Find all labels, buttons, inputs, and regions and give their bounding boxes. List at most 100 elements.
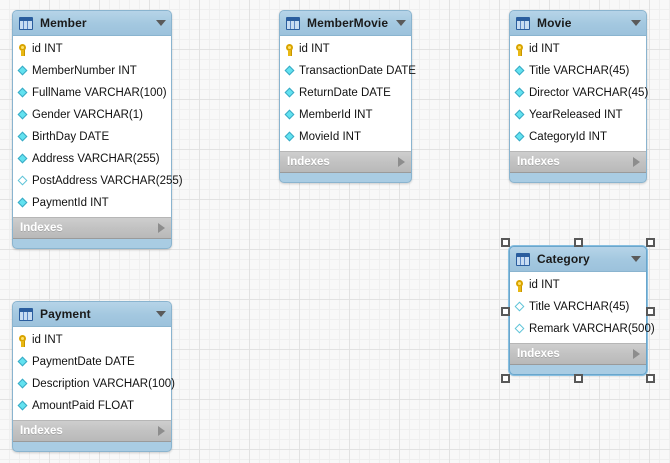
table-columns: id INT Title VARCHAR(45) Remark VARCHAR(50…	[510, 271, 655, 344]
table-header-category[interactable]: Category	[510, 247, 646, 271]
indexes-section-membermovie[interactable]: Indexes	[280, 152, 411, 173]
column-label: BirthDay DATE	[32, 131, 110, 143]
column-label: AmountPaid FLOAT	[32, 400, 135, 412]
table-columns: id INT PaymentDate DATE Description VARCHA…	[13, 326, 175, 421]
column-icon	[18, 401, 29, 412]
table-row[interactable]: Description VARCHAR(100)	[13, 373, 175, 395]
table-row[interactable]: ReturnDate DATE	[280, 82, 411, 104]
column-label: Director VARCHAR(45)	[529, 87, 649, 99]
indexes-section-member[interactable]: Indexes	[13, 218, 171, 239]
chevron-right-icon[interactable]	[633, 157, 640, 167]
table-row[interactable]: Gender VARCHAR(1)	[13, 104, 171, 126]
column-icon	[18, 379, 29, 390]
resize-handle-sw[interactable]	[501, 374, 510, 383]
resize-handle-se[interactable]	[646, 374, 655, 383]
table-box-movie[interactable]: Movie id INT Title VARCHAR(45) Director VAR…	[509, 10, 649, 183]
chevron-right-icon[interactable]	[158, 223, 165, 233]
resize-handle-nw[interactable]	[501, 238, 510, 247]
column-label: PostAddress VARCHAR(255)	[32, 175, 183, 187]
table-row[interactable]: Director VARCHAR(45)	[510, 82, 649, 104]
chevron-down-icon[interactable]	[156, 20, 166, 26]
table-row[interactable]: MovieId INT	[280, 126, 411, 148]
table-row[interactable]: CategoryId INT	[510, 126, 646, 148]
chevron-down-icon[interactable]	[396, 20, 406, 26]
table-row[interactable]: TransactionDate DATE	[280, 60, 416, 82]
column-icon	[18, 357, 29, 368]
table-row[interactable]: BirthDay DATE	[13, 126, 171, 148]
table-row[interactable]: Address VARCHAR(255)	[13, 148, 171, 170]
table-row[interactable]: id INT	[13, 329, 171, 351]
table-row[interactable]: PostAddress VARCHAR(255)	[13, 170, 183, 192]
table-title: Payment	[40, 307, 91, 321]
table-row[interactable]: MemberNumber INT	[13, 60, 171, 82]
table-title: Movie	[537, 16, 572, 30]
column-nullable-icon	[515, 324, 526, 335]
primary-key-icon	[515, 279, 526, 292]
column-label: CategoryId INT	[529, 131, 607, 143]
indexes-section-payment[interactable]: Indexes	[13, 421, 171, 442]
column-label: Title VARCHAR(45)	[529, 65, 630, 77]
column-label: ReturnDate DATE	[299, 87, 391, 99]
resize-handle-ne[interactable]	[646, 238, 655, 247]
chevron-right-icon[interactable]	[633, 349, 640, 359]
primary-key-icon	[18, 334, 29, 347]
table-row[interactable]: FullName VARCHAR(100)	[13, 82, 171, 104]
table-row[interactable]: id INT	[510, 38, 646, 60]
primary-key-icon	[515, 43, 526, 56]
table-box-membermovie[interactable]: MemberMovie id INT TransactionDate DATE Ret…	[279, 10, 416, 183]
table-row[interactable]: PaymentDate DATE	[13, 351, 171, 373]
primary-key-icon	[18, 43, 29, 56]
column-label: Gender VARCHAR(1)	[32, 109, 143, 121]
column-icon	[515, 110, 526, 121]
column-icon	[515, 132, 526, 143]
column-label: id INT	[299, 43, 330, 55]
table-row[interactable]: MemberId INT	[280, 104, 411, 126]
table-row[interactable]: id INT	[13, 38, 171, 60]
table-icon	[516, 16, 530, 30]
resize-handle-w[interactable]	[501, 306, 510, 316]
column-icon	[18, 66, 29, 77]
table-box-payment[interactable]: Payment id INT PaymentDate DATE Description…	[12, 301, 175, 452]
column-nullable-icon	[515, 302, 526, 313]
table-row[interactable]: Title VARCHAR(45)	[510, 296, 646, 318]
column-icon	[285, 88, 296, 99]
table-row[interactable]: AmountPaid FLOAT	[13, 395, 171, 417]
resize-handle-s[interactable]	[574, 374, 583, 383]
resize-handle-e[interactable]	[646, 306, 655, 316]
resize-handle-n[interactable]	[574, 238, 583, 247]
column-icon	[285, 132, 296, 143]
indexes-section-category[interactable]: Indexes	[510, 344, 646, 365]
table-icon	[516, 252, 530, 266]
chevron-down-icon[interactable]	[631, 20, 641, 26]
chevron-right-icon[interactable]	[398, 157, 405, 167]
table-row[interactable]: id INT	[510, 274, 646, 296]
table-header-payment[interactable]: Payment	[13, 302, 171, 326]
table-icon	[19, 16, 33, 30]
column-label: MemberId INT	[299, 109, 373, 121]
column-label: Title VARCHAR(45)	[529, 301, 630, 313]
table-header-movie[interactable]: Movie	[510, 11, 646, 35]
table-row[interactable]: Remark VARCHAR(500)	[510, 318, 655, 340]
table-box-category[interactable]: Category id INT Title VARCHAR(45) Remark VA…	[509, 246, 655, 375]
column-label: Remark VARCHAR(500)	[529, 323, 655, 335]
table-row[interactable]: Title VARCHAR(45)	[510, 60, 646, 82]
chevron-down-icon[interactable]	[631, 256, 641, 262]
table-row[interactable]: YearReleased INT	[510, 104, 646, 126]
column-icon	[285, 110, 296, 121]
table-header-membermovie[interactable]: MemberMovie	[280, 11, 411, 35]
table-header-member[interactable]: Member	[13, 11, 171, 35]
column-label: PaymentDate DATE	[32, 356, 135, 368]
indexes-label: Indexes	[517, 348, 560, 360]
indexes-section-movie[interactable]: Indexes	[510, 152, 646, 173]
table-row[interactable]: id INT	[280, 38, 411, 60]
column-icon	[18, 132, 29, 143]
table-title: MemberMovie	[307, 16, 389, 30]
column-label: FullName VARCHAR(100)	[32, 87, 167, 99]
table-title: Category	[537, 252, 590, 266]
chevron-right-icon[interactable]	[158, 426, 165, 436]
chevron-down-icon[interactable]	[156, 311, 166, 317]
table-row[interactable]: PaymentId INT	[13, 192, 171, 214]
indexes-label: Indexes	[517, 156, 560, 168]
